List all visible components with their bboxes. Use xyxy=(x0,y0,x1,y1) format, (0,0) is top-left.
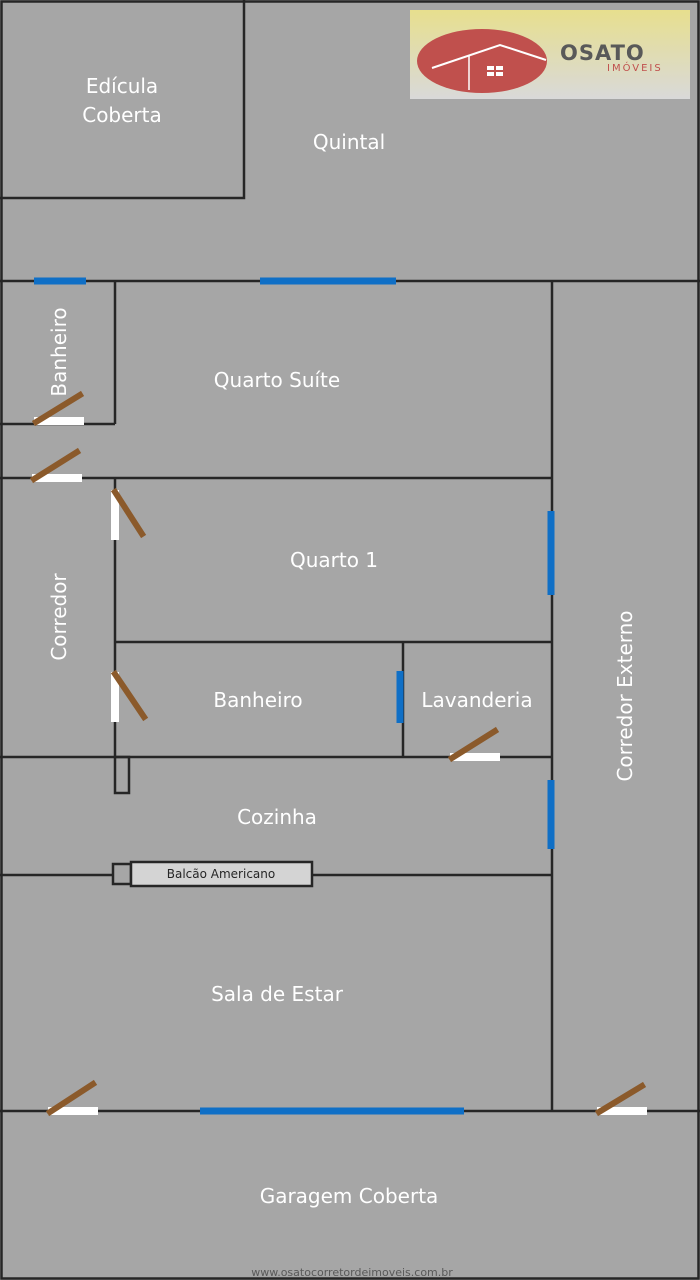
label-sala-estar: Sala de Estar xyxy=(211,982,344,1006)
doors xyxy=(29,390,647,1117)
door-leaf-suite-bath xyxy=(31,390,85,427)
label-corredor-externo: Corredor Externo xyxy=(613,610,637,781)
label-cozinha: Cozinha xyxy=(237,805,317,829)
door-leaf-living-room xyxy=(45,1079,98,1117)
label-lavanderia: Lavanderia xyxy=(421,688,532,712)
label-quarto-suite: Quarto Suíte xyxy=(214,368,340,392)
label-edicula-line2: Coberta xyxy=(82,103,162,127)
door-gap-laundry xyxy=(450,753,500,761)
door-leaf-laundry xyxy=(447,726,500,763)
label-banheiro-suite: Banheiro xyxy=(47,307,71,396)
kitchen-pillar xyxy=(113,755,131,795)
logo-circle-icon xyxy=(417,29,547,93)
label-edicula-line1: Edícula xyxy=(86,74,158,98)
door-gap-quarto1 xyxy=(111,490,119,540)
door-leaf-external-corridor xyxy=(594,1081,647,1117)
american-counter xyxy=(129,860,314,888)
door-gap-external-corridor xyxy=(597,1107,647,1115)
label-corredor: Corredor xyxy=(47,573,71,661)
edicula-wall xyxy=(0,0,246,200)
door-gap-living-room xyxy=(48,1107,98,1115)
door-leaf-suite xyxy=(29,447,82,484)
door-leaf-quarto1 xyxy=(110,487,147,539)
label-garagem: Garagem Coberta xyxy=(260,1184,439,1208)
label-quintal: Quintal xyxy=(313,130,385,154)
logo-name: OSATO xyxy=(560,41,645,65)
footer-website[interactable]: www.osatocorretordeimoveis.com.br xyxy=(251,1266,453,1279)
label-balcao: Balcão Americano xyxy=(167,867,275,881)
door-gap-suite-bath xyxy=(34,417,84,425)
osato-logo: OSATO IMÓVEIS xyxy=(410,10,690,99)
door-leaf-bathroom xyxy=(110,669,149,722)
label-quarto1: Quarto 1 xyxy=(290,548,378,572)
logo-window-icon xyxy=(487,66,494,70)
logo-roof-icon xyxy=(431,43,547,69)
logo-subtitle: IMÓVEIS xyxy=(607,61,663,74)
door-gap-suite xyxy=(32,474,82,482)
windows xyxy=(34,277,555,1115)
door-gap-bathroom xyxy=(111,672,119,722)
label-banheiro: Banheiro xyxy=(213,688,302,712)
